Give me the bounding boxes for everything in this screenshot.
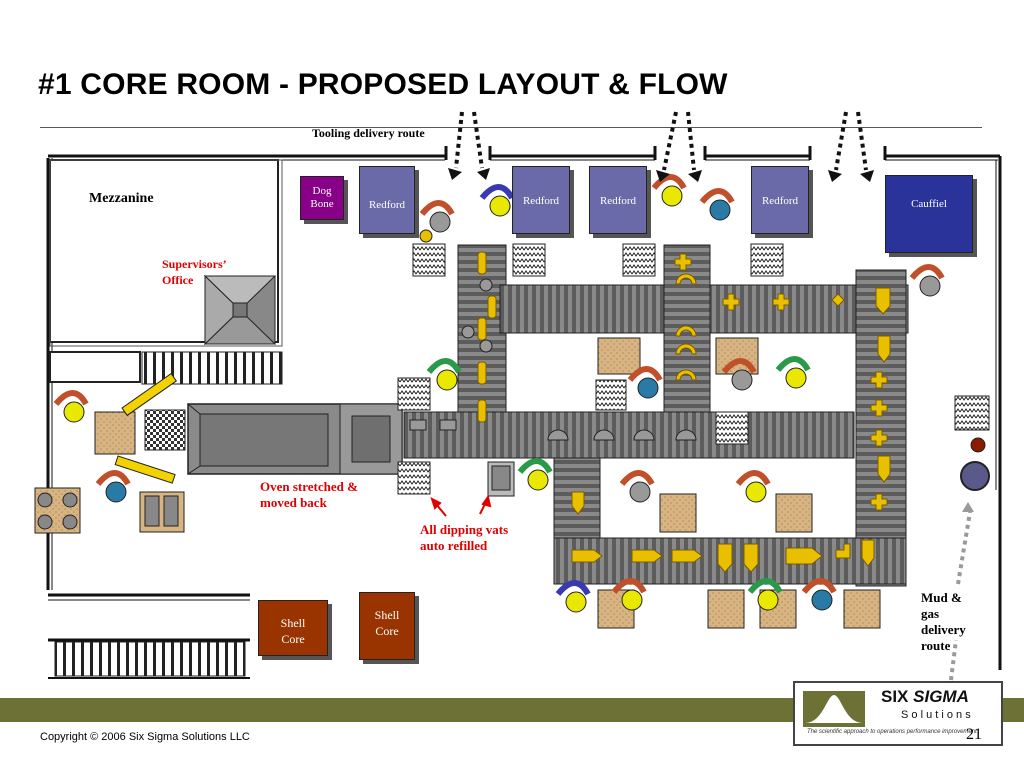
gas-tank-icon xyxy=(970,437,986,453)
vats-note-label: All dipping vats auto refilled xyxy=(420,522,508,554)
shell-core-label-2: Core xyxy=(281,632,305,646)
dog-bone-label-1: Dog xyxy=(312,185,332,197)
mezzanine-label: Mezzanine xyxy=(89,191,154,206)
mud-route-line-1: Mud & xyxy=(921,590,962,605)
callout-arrows xyxy=(430,494,492,517)
shell-core-label-2: Core xyxy=(375,624,399,638)
title-divider xyxy=(40,127,982,128)
six-sigma-logo: SIX SIGMA S o l u t i o n s The scientif… xyxy=(793,681,1003,746)
mud-route-line-3: delivery xyxy=(921,622,966,637)
redford-label: Redford xyxy=(761,195,799,207)
oven xyxy=(187,403,403,475)
oven-note-label: Oven stretched & moved back xyxy=(260,479,358,511)
transfer-arms xyxy=(114,372,178,484)
cauffiel-machine: Cauffiel xyxy=(885,175,973,253)
supervisor-office-roof xyxy=(203,274,277,346)
tooling-route-label: Tooling delivery route xyxy=(312,126,425,140)
vats-note-line-1: All dipping vats xyxy=(420,522,509,537)
redford-machine-4: Redford xyxy=(751,166,809,234)
logo-brand-sigma: SIGMA xyxy=(913,687,969,706)
stairs-bottom xyxy=(54,641,246,677)
slide-title: #1 CORE ROOM - PROPOSED LAYOUT & FLOW xyxy=(38,68,728,101)
mud-route-line-4: route xyxy=(921,638,951,653)
supervisors-office-line-1: Supervisors’ xyxy=(162,257,227,271)
redford-machine-2: Redford xyxy=(512,166,570,234)
cauffiel-label: Cauffiel xyxy=(911,198,947,210)
logo-brand-six: SIX xyxy=(881,687,909,706)
oven-note-line-1: Oven stretched & xyxy=(260,479,358,494)
mud-route-label: Mud & gas delivery route xyxy=(921,590,966,654)
logo-tagline: The scientific approach to operations pe… xyxy=(807,729,977,735)
dog-bone-label-2: Bone xyxy=(310,198,334,210)
copyright-text: Copyright © 2006 Six Sigma Solutions LLC xyxy=(40,731,250,743)
shell-core-machine-2: Shell Core xyxy=(359,592,415,660)
redford-machine-1: Redford xyxy=(359,166,415,234)
gray-cores xyxy=(409,278,697,441)
mud-route-arrow xyxy=(956,511,972,585)
tooling-route-arrows xyxy=(454,111,868,171)
vats-note-line-2: auto refilled xyxy=(420,538,488,553)
dog-bone-machine: Dog Bone xyxy=(300,176,344,220)
bell-curve-icon xyxy=(803,691,865,727)
floor-plan xyxy=(34,111,1002,689)
redford-label: Redford xyxy=(522,195,560,207)
mud-route-line-2: gas xyxy=(921,606,940,621)
mud-tank-icon xyxy=(960,461,990,491)
logo-brand: SIX SIGMA xyxy=(881,687,969,707)
oven-note-line-2: moved back xyxy=(260,495,327,510)
shell-core-label-1: Shell xyxy=(280,616,306,630)
operators xyxy=(53,174,945,613)
redford-label: Redford xyxy=(368,199,406,211)
redford-label: Redford xyxy=(599,195,637,207)
supervisors-office-line-2: Office xyxy=(162,273,194,287)
buffer-stations xyxy=(144,243,990,495)
page-number: 21 xyxy=(966,726,982,743)
shell-core-machine-1: Shell Core xyxy=(258,600,328,656)
shell-core-label-1: Shell xyxy=(374,608,400,622)
redford-machine-3: Redford xyxy=(589,166,647,234)
supervisors-office-label: Supervisors’ Office xyxy=(162,256,227,288)
conveyor-cores xyxy=(477,251,891,573)
logo-solutions: S o l u t i o n s xyxy=(901,709,971,721)
